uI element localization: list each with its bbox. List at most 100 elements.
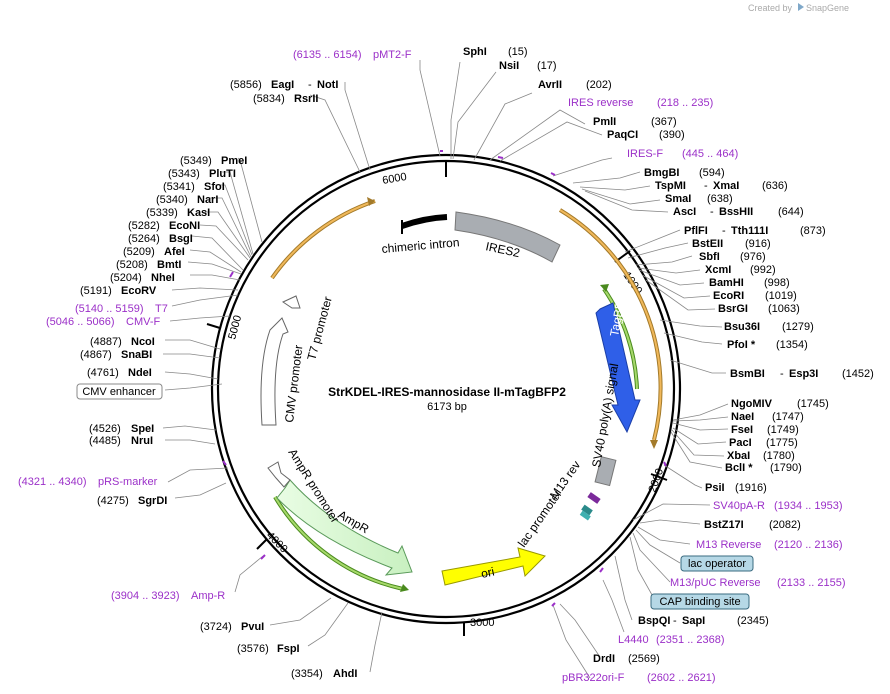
- svg-text:pMT2-F: pMT2-F: [373, 49, 412, 61]
- label-smai: SmaI (638): [665, 193, 733, 205]
- svg-text:(2569): (2569): [628, 653, 660, 665]
- label-pmli: PmlI (367): [593, 116, 677, 128]
- svg-text:(2133 .. 2155): (2133 .. 2155): [777, 577, 846, 589]
- svg-text:PmeI: PmeI: [221, 155, 247, 167]
- label-ecori: EcoRI (1019): [713, 290, 797, 302]
- svg-text:(2345): (2345): [737, 615, 769, 627]
- svg-text:XmaI: XmaI: [713, 180, 739, 192]
- svg-text:(644): (644): [778, 206, 804, 218]
- ires2-feature[interactable]: [454, 211, 561, 263]
- svg-text:RsrII: RsrII: [294, 93, 318, 105]
- label-pfoi: PfoI * (1354): [727, 339, 808, 351]
- tagbfp-feature[interactable]: [595, 302, 641, 434]
- svg-text:NarI: NarI: [197, 194, 218, 206]
- label-drdi: DrdI (2569): [593, 653, 660, 665]
- svg-text:BclI *: BclI *: [725, 462, 753, 474]
- svg-text:M13/pUC Reverse: M13/pUC Reverse: [670, 577, 760, 589]
- svg-text:AfeI: AfeI: [164, 246, 185, 258]
- svg-text:(5339): (5339): [146, 207, 178, 219]
- brand-created-by: Created by: [748, 3, 793, 13]
- label-nari: (5340) NarI: [156, 194, 218, 206]
- svg-text:SapI: SapI: [682, 615, 705, 627]
- ampr-promoter-feature[interactable]: [267, 461, 291, 488]
- lac-operator-feature[interactable]: [581, 504, 593, 516]
- svg-text:NheI: NheI: [151, 272, 175, 284]
- sv40-polya-label: SV40 poly(A) signal: [589, 362, 621, 468]
- svg-text:(4867): (4867): [80, 349, 112, 361]
- label-pluti: (5343) PluTI: [168, 168, 236, 180]
- svg-text:SbfI: SbfI: [699, 251, 720, 263]
- svg-text:PmlI: PmlI: [593, 116, 616, 128]
- svg-text:PflFI: PflFI: [684, 225, 708, 237]
- svg-text:-: -: [704, 180, 708, 192]
- chimeric-intron-feature[interactable]: [401, 214, 448, 229]
- svg-text:M13 Reverse: M13 Reverse: [696, 539, 761, 551]
- svg-text:(5282): (5282): [128, 220, 160, 232]
- m13-rev-feature[interactable]: [587, 492, 601, 504]
- svg-text:SgrDI: SgrDI: [138, 495, 167, 507]
- svg-text:L4440: L4440: [618, 634, 649, 646]
- plasmid-length: 6173 bp: [427, 401, 467, 413]
- svg-text:(1063): (1063): [768, 303, 800, 315]
- svg-text:(5209): (5209): [123, 246, 155, 258]
- svg-text:(2082): (2082): [769, 519, 801, 531]
- ampr-feature[interactable]: [276, 479, 413, 576]
- svg-text:CAP binding site: CAP binding site: [659, 596, 740, 608]
- label-xcmi: XcmI (992): [705, 264, 776, 276]
- snapgene-brand: Created by SnapGene: [748, 3, 849, 13]
- svg-text:(636): (636): [762, 180, 788, 192]
- svg-text:(1279): (1279): [782, 321, 814, 333]
- svg-text:DrdI: DrdI: [593, 653, 615, 665]
- svg-text:PaqCI: PaqCI: [607, 129, 638, 141]
- svg-text:(218 .. 235): (218 .. 235): [657, 97, 713, 109]
- svg-text:(5349): (5349): [180, 155, 212, 167]
- tick-5000: [206, 323, 221, 329]
- cap-binding-feature[interactable]: [579, 510, 591, 521]
- svg-text:BstZ17I: BstZ17I: [704, 519, 744, 531]
- backbone-outer-ring: [210, 153, 682, 625]
- label-eagi-noti: (5856) EagI - NotI: [230, 79, 338, 91]
- svg-text:AhdI: AhdI: [333, 668, 357, 680]
- label-pmei: (5349) PmeI: [180, 155, 247, 167]
- label-sbfi: SbfI (976): [699, 251, 766, 263]
- svg-text:-: -: [710, 206, 714, 218]
- label-afei: (5209) AfeI: [123, 246, 185, 258]
- ori-feature[interactable]: [441, 547, 546, 586]
- svg-text:Bsu36I: Bsu36I: [724, 321, 760, 333]
- label-asci-bsshii: AscI - BssHII (644): [673, 206, 804, 218]
- svg-text:(638): (638): [707, 193, 733, 205]
- svg-text:-: -: [308, 79, 312, 91]
- svg-text:SfoI: SfoI: [204, 181, 225, 193]
- svg-text:T7: T7: [155, 303, 168, 315]
- label-m13-puc-reverse: M13/pUC Reverse (2133 .. 2155): [670, 577, 846, 589]
- label-ires-reverse: IRES reverse (218 .. 235): [568, 97, 713, 109]
- svg-text:-: -: [722, 225, 726, 237]
- label-ndei: (4761) NdeI: [87, 367, 152, 379]
- svg-text:Esp3I: Esp3I: [789, 368, 818, 380]
- label-spei: (4526) SpeI: [89, 423, 154, 435]
- label-m13-reverse: M13 Reverse (2120 .. 2136): [696, 539, 843, 551]
- svg-text:(3354): (3354): [291, 668, 323, 680]
- svg-text:pRS-marker: pRS-marker: [98, 476, 158, 488]
- svg-text:(916): (916): [745, 238, 771, 250]
- svg-text:CMV enhancer: CMV enhancer: [82, 386, 156, 398]
- leader-lines: [162, 60, 729, 679]
- label-xbai: XbaI (1780): [727, 450, 795, 462]
- t7-promoter-feature[interactable]: [281, 295, 301, 309]
- svg-text:FspI: FspI: [277, 643, 300, 655]
- svg-text:Tth111I: Tth111I: [731, 225, 768, 237]
- label-bsrgi: BsrGI (1063): [718, 303, 800, 315]
- orf-arc-top-left: [270, 199, 376, 280]
- svg-text:(2602 .. 2621): (2602 .. 2621): [647, 672, 716, 684]
- label-t7: (5140 .. 5159) T7: [75, 303, 168, 315]
- label-pbr322ori-f: pBR322ori-F (2602 .. 2621): [562, 672, 716, 684]
- cmv-promoter-feature[interactable]: [260, 317, 289, 426]
- svg-text:(5856): (5856): [230, 79, 262, 91]
- sv40-polya-feature[interactable]: [594, 456, 617, 487]
- svg-text:XbaI: XbaI: [727, 450, 750, 462]
- label-cmv-enhancer: CMV enhancer: [76, 383, 163, 400]
- svg-text:(17): (17): [537, 60, 557, 72]
- svg-text:(5343): (5343): [168, 168, 200, 180]
- label-ecorv: (5191) EcoRV: [80, 285, 157, 297]
